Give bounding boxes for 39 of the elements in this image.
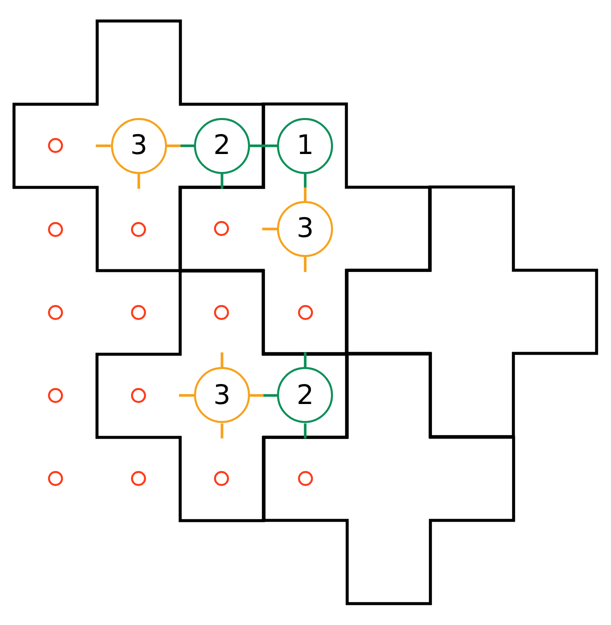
line-stub	[262, 228, 278, 230]
cross-region	[14, 21, 264, 271]
line-stub	[220, 423, 224, 438]
line-stub	[96, 144, 111, 148]
cross-region	[97, 270, 347, 520]
small-circle-marker	[48, 138, 64, 154]
small-circle-marker	[298, 471, 313, 486]
small-circle-marker	[131, 222, 146, 236]
cross-region	[346, 187, 596, 437]
number-circle: 1	[277, 118, 334, 174]
small-circle-marker	[131, 471, 146, 486]
small-circle-marker	[48, 388, 64, 403]
cross-region	[180, 104, 430, 354]
small-circle-marker	[48, 222, 64, 236]
number-circle: 3	[277, 200, 334, 257]
small-circle-marker	[214, 471, 230, 486]
connector-line	[250, 144, 278, 148]
connector-line	[250, 394, 278, 397]
small-circle-marker	[48, 304, 64, 320]
number-circle: 3	[194, 367, 250, 424]
line-stub	[304, 257, 306, 272]
number-circle: 2	[277, 367, 334, 424]
connector-line	[304, 174, 306, 201]
line-stub	[138, 174, 140, 189]
number-circle: 3	[110, 118, 167, 174]
line-stub	[220, 352, 224, 368]
number-circle: 2	[194, 118, 250, 174]
line-stub	[179, 394, 194, 397]
connector-line	[166, 144, 194, 148]
small-circle-marker	[131, 304, 146, 320]
small-circle-marker	[131, 388, 146, 403]
small-circle-marker	[298, 304, 313, 320]
small-circle-marker	[214, 304, 230, 320]
cross-region	[264, 354, 514, 604]
line-stub	[220, 174, 224, 189]
line-stub	[304, 423, 306, 438]
line-stub	[304, 352, 306, 368]
small-circle-marker	[48, 471, 64, 486]
small-circle-marker	[214, 221, 230, 236]
